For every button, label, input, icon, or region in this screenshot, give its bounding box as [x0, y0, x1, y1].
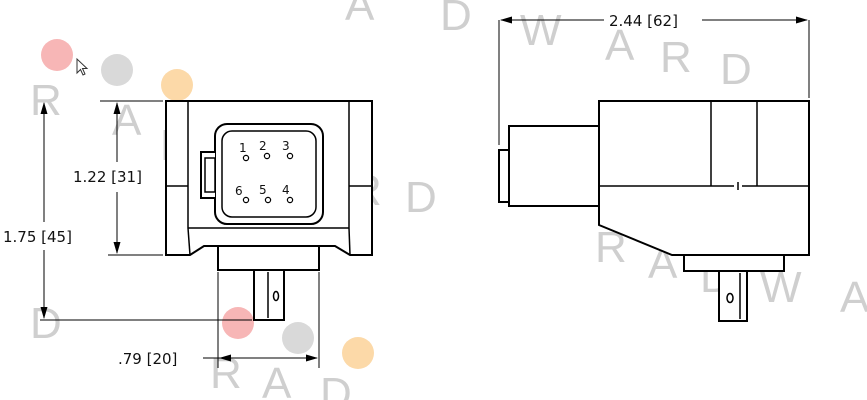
arrow-right	[796, 16, 808, 24]
watermark-letter: R	[660, 33, 692, 82]
watermark-dot-orange	[342, 337, 374, 369]
pin-label-4: 4	[282, 183, 290, 197]
arrow-right	[306, 354, 318, 362]
side-base-plate	[683, 254, 785, 272]
pin-6	[242, 196, 250, 204]
pin-5	[264, 196, 272, 204]
front-right-chamfer	[348, 227, 351, 256]
connector-latch	[200, 151, 215, 199]
connector-latch-inner	[204, 157, 216, 193]
side-latch	[498, 149, 510, 203]
dimension-overall-length: 2.44 [62]	[498, 12, 810, 145]
pin-label-1: 1	[239, 141, 247, 155]
arrow-left	[219, 354, 231, 362]
watermark-letter: A	[605, 21, 635, 70]
pin-label-6: 6	[235, 184, 243, 198]
dimension-overall-height: 1.75 [45]	[3, 102, 252, 321]
watermark-letter: D	[720, 45, 752, 94]
front-base-plate	[217, 245, 320, 271]
arrow-up	[113, 102, 121, 114]
watermark-letter: A	[262, 359, 292, 400]
dim-label-overall-height: 1.75 [45]	[3, 228, 72, 246]
watermark-letter: A	[840, 273, 867, 322]
side-nose	[508, 125, 600, 207]
watermark-letter: D	[405, 173, 437, 222]
watermark-dot-gray	[101, 54, 133, 86]
front-view: 1 2 3 6 5 4	[165, 100, 373, 321]
watermark-letter: D	[30, 299, 62, 348]
pin-label-5: 5	[259, 183, 267, 197]
watermark-dot-orange	[161, 69, 193, 101]
pin-2	[263, 152, 271, 160]
dim-label-tab-width: .79 [20]	[118, 350, 177, 368]
front-left-chamfer	[187, 227, 191, 256]
arrow-down	[113, 242, 121, 254]
connector-housing-outer	[214, 123, 324, 225]
dimension-body-height: 1.22 [31]	[73, 100, 163, 256]
watermark-dot-gray	[282, 322, 314, 354]
side-blade-hole	[726, 292, 734, 304]
arrow-up	[40, 102, 48, 114]
pin-label-3: 3	[282, 139, 290, 153]
watermark-dot-red	[41, 39, 73, 71]
watermark-letter: D	[440, 0, 472, 40]
pin-4	[286, 196, 294, 204]
side-body-outline	[598, 100, 810, 256]
watermark-dot-red	[222, 307, 254, 339]
front-blade-terminal	[253, 269, 285, 321]
pin-array: 1 2 3 6 5 4	[235, 139, 294, 204]
pin-1	[242, 154, 250, 162]
dim-label-length: 2.44 [62]	[609, 12, 678, 30]
arrow-down	[40, 307, 48, 319]
watermark-letter: W	[520, 6, 562, 55]
front-blade-hole	[272, 290, 280, 302]
pin-label-2: 2	[259, 139, 267, 153]
pin-3	[286, 152, 294, 160]
watermark-letter: D	[320, 369, 352, 400]
dim-label-body-height: 1.22 [31]	[73, 168, 142, 186]
watermark-letter: R	[30, 76, 62, 125]
mouse-pointer-icon	[76, 57, 89, 76]
watermark-letter: A	[345, 0, 375, 30]
arrow-left	[500, 16, 512, 24]
dimension-tab-width: .79 [20]	[118, 272, 320, 368]
side-view	[498, 100, 810, 322]
connector-housing-inner	[221, 130, 317, 218]
